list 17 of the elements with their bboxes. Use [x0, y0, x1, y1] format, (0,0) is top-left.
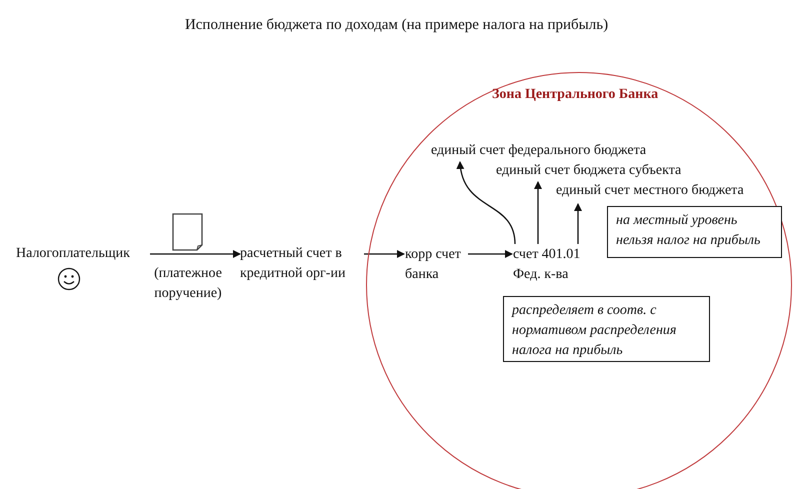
- payer-label: Налогоплательщик: [16, 244, 146, 264]
- arrow: [150, 250, 241, 258]
- arrow: [574, 203, 582, 244]
- account-label: счет 401.01 Фед. к-ва: [513, 245, 593, 285]
- account-label: единый счет бюджета субъекта: [496, 161, 704, 181]
- zone-title: Зона Центрального Банка: [492, 87, 658, 103]
- arrow: [364, 250, 405, 258]
- account-label: корр счет банка: [405, 245, 467, 285]
- zone-circle: [366, 72, 792, 489]
- arrow: [534, 181, 542, 244]
- note-box: на местный уровень нельзя налог на прибыль: [607, 206, 782, 258]
- note-box: распределяет в соотв. с нормативом распределения налога на прибыль: [503, 296, 710, 362]
- arrow: [468, 250, 513, 258]
- arrow: [456, 161, 516, 244]
- diagram-title: Исполнение бюджета по доходам (на примере налога на прибыль): [184, 16, 610, 35]
- account-label: расчетный счет в кредитной орг-ии: [240, 244, 364, 284]
- account-label: единый счет местного бюджета: [556, 181, 764, 201]
